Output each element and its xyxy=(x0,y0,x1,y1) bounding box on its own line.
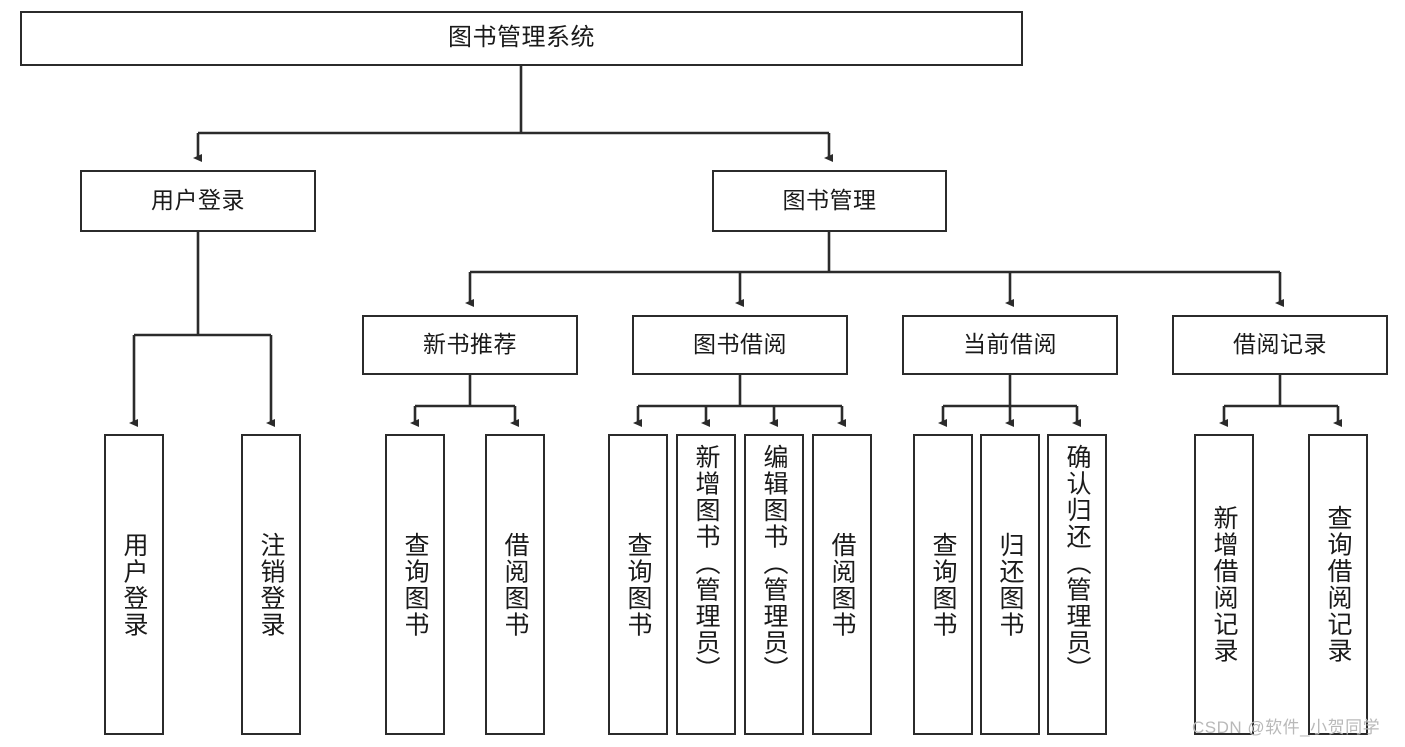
leaf-confirm-return-admin[interactable]: 确认归还（管理员） xyxy=(1047,434,1107,735)
node-root-book-management-system[interactable]: 图书管理系统 xyxy=(20,11,1023,66)
node-book-management[interactable]: 图书管理 xyxy=(712,170,947,232)
node-label: 注销登录 xyxy=(257,531,285,638)
leaf-edit-book-admin[interactable]: 编辑图书（管理员） xyxy=(744,434,804,735)
csdn-watermark: CSDN @软件_小贺同学 xyxy=(1192,718,1381,737)
node-new-book-recommendation[interactable]: 新书推荐 xyxy=(362,315,578,375)
node-label: 当前借阅 xyxy=(963,331,1057,358)
node-borrowing-records[interactable]: 借阅记录 xyxy=(1172,315,1388,375)
node-label: 借阅记录 xyxy=(1233,331,1327,358)
node-label: 查询图书 xyxy=(401,531,429,638)
node-user-login[interactable]: 用户登录 xyxy=(80,170,316,232)
leaf-return-book[interactable]: 归还图书 xyxy=(980,434,1040,735)
leaf-query-book-recommendation[interactable]: 查询图书 xyxy=(385,434,445,735)
node-label: 新增图书（管理员） xyxy=(692,444,720,683)
leaf-borrow-book-borrowing[interactable]: 借阅图书 xyxy=(812,434,872,735)
node-label: 归还图书 xyxy=(996,531,1024,638)
leaf-borrow-book-recommendation[interactable]: 借阅图书 xyxy=(485,434,545,735)
node-current-borrowing[interactable]: 当前借阅 xyxy=(902,315,1118,375)
leaf-query-borrow-record[interactable]: 查询借阅记录 xyxy=(1308,434,1368,735)
leaf-query-book-borrowing[interactable]: 查询图书 xyxy=(608,434,668,735)
node-label: 新增借阅记录 xyxy=(1210,505,1238,664)
leaf-add-book-admin[interactable]: 新增图书（管理员） xyxy=(676,434,736,735)
leaf-logout[interactable]: 注销登录 xyxy=(241,434,301,735)
leaf-user-login[interactable]: 用户登录 xyxy=(104,434,164,735)
leaf-query-book-current[interactable]: 查询图书 xyxy=(913,434,973,735)
node-label: 新书推荐 xyxy=(423,331,517,358)
node-label: 借阅图书 xyxy=(828,531,856,638)
node-book-borrowing[interactable]: 图书借阅 xyxy=(632,315,848,375)
node-label: 用户登录 xyxy=(120,531,148,638)
node-label: 查询借阅记录 xyxy=(1324,505,1352,664)
node-label: 图书借阅 xyxy=(693,331,787,358)
node-label: 图书管理 xyxy=(782,187,877,214)
node-label: 图书管理系统 xyxy=(448,24,595,52)
node-label: 查询图书 xyxy=(929,531,957,638)
leaf-add-borrow-record[interactable]: 新增借阅记录 xyxy=(1194,434,1254,735)
node-label: 确认归还（管理员） xyxy=(1063,444,1091,683)
node-label: 用户登录 xyxy=(151,187,245,214)
node-label: 查询图书 xyxy=(624,531,652,638)
node-label: 借阅图书 xyxy=(501,531,529,638)
node-label: 编辑图书（管理员） xyxy=(760,444,788,683)
